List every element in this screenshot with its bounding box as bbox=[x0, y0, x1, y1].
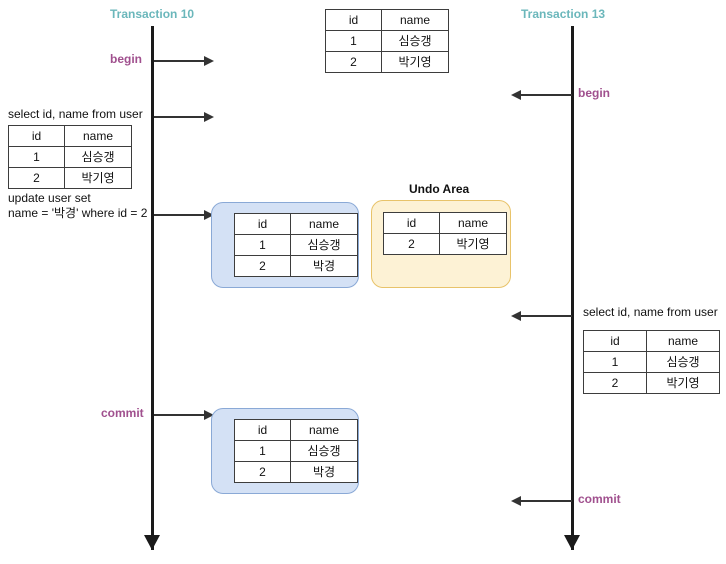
select-arrow-line-left bbox=[154, 116, 206, 118]
table-header-name: name bbox=[381, 9, 449, 31]
table-header-id: id bbox=[383, 212, 440, 234]
select-arrow-line-right bbox=[519, 315, 572, 317]
begin-arrow-line-left bbox=[154, 60, 206, 62]
table-header-name: name bbox=[439, 212, 507, 234]
begin-arrow-head-right bbox=[511, 90, 521, 100]
table-header-name: name bbox=[64, 125, 132, 147]
cell-id: 1 bbox=[234, 440, 291, 462]
table-row: 1 심승갱 bbox=[234, 234, 358, 256]
table-header-id: id bbox=[234, 213, 291, 235]
table-row: 1 심승갱 bbox=[234, 440, 358, 462]
table-row: 2 박기영 bbox=[383, 233, 507, 255]
lifeline-transaction-13-arrowhead bbox=[564, 535, 580, 550]
transaction-10-title: Transaction 10 bbox=[110, 7, 195, 21]
commit-arrow-line-right bbox=[519, 500, 572, 502]
after-commit-table: id name 1 심승갱 2 박경 bbox=[234, 419, 358, 483]
update-arrow-head-left bbox=[204, 210, 214, 220]
select-arrow-head-right bbox=[511, 311, 521, 321]
cell-name: 심승갱 bbox=[646, 351, 720, 373]
table-header-name: name bbox=[646, 330, 720, 352]
table-header-id: id bbox=[234, 419, 291, 441]
cell-id: 2 bbox=[583, 372, 647, 394]
table-header-row: id name bbox=[383, 212, 507, 234]
table-header-row: id name bbox=[234, 213, 358, 235]
select-right-result-table: id name 1 심승갱 2 박기영 bbox=[583, 330, 720, 394]
lifeline-transaction-10-arrowhead bbox=[144, 535, 160, 550]
cell-id: 1 bbox=[234, 234, 291, 256]
table-header-name: name bbox=[290, 419, 358, 441]
table-header-name: name bbox=[290, 213, 358, 235]
select-left-result-table-wrapper: id name 1 심승갱 2 박기영 bbox=[8, 125, 132, 189]
commit-arrow-line-left bbox=[154, 414, 206, 416]
table-row: 2 박기영 bbox=[583, 372, 720, 394]
begin-label-transaction-13: begin bbox=[578, 86, 610, 100]
select-arrow-head-left bbox=[204, 112, 214, 122]
cell-id: 2 bbox=[383, 233, 440, 255]
undo-table: id name 2 박기영 bbox=[383, 212, 507, 255]
cell-name: 심승갱 bbox=[290, 234, 358, 256]
table-row: 2 박기영 bbox=[325, 51, 449, 73]
commit-label-transaction-13: commit bbox=[578, 492, 621, 506]
lifeline-transaction-13 bbox=[571, 26, 574, 550]
table-row: 2 박경 bbox=[234, 461, 358, 483]
select-left-result-table: id name 1 심승갱 2 박기영 bbox=[8, 125, 132, 189]
table-header-id: id bbox=[8, 125, 65, 147]
after-update-table: id name 1 심승갱 2 박경 bbox=[234, 213, 358, 277]
transaction-13-title: Transaction 13 bbox=[521, 7, 606, 21]
table-header-row: id name bbox=[325, 9, 449, 31]
table-row: 2 박기영 bbox=[8, 167, 132, 189]
lifeline-transaction-10 bbox=[151, 26, 154, 550]
cell-name: 심승갱 bbox=[64, 146, 132, 168]
after-update-table-wrapper: id name 1 심승갱 2 박경 bbox=[234, 213, 358, 277]
begin-arrow-line-right bbox=[519, 94, 572, 96]
table-header-row: id name bbox=[234, 419, 358, 441]
table-header-row: id name bbox=[8, 125, 132, 147]
select-right-result-table-wrapper: id name 1 심승갱 2 박기영 bbox=[583, 330, 720, 394]
cell-name: 심승갱 bbox=[381, 30, 449, 52]
cell-id: 2 bbox=[234, 255, 291, 277]
update-statement-left: update user set name = '박경' where id = 2 bbox=[8, 191, 148, 220]
commit-arrow-head-right bbox=[511, 496, 521, 506]
undo-table-wrapper: id name 2 박기영 bbox=[383, 212, 507, 255]
table-header-id: id bbox=[583, 330, 647, 352]
initial-state-table-wrapper: id name 1 심승갱 2 박기영 bbox=[325, 9, 449, 73]
table-header-row: id name bbox=[583, 330, 720, 352]
table-row: 2 박경 bbox=[234, 255, 358, 277]
undo-area-title: Undo Area bbox=[409, 182, 470, 196]
cell-id: 2 bbox=[325, 51, 382, 73]
select-statement-left: select id, name from user bbox=[8, 107, 143, 121]
cell-name: 박기영 bbox=[646, 372, 720, 394]
cell-name: 심승갱 bbox=[290, 440, 358, 462]
cell-name: 박경 bbox=[290, 255, 358, 277]
table-row: 1 심승갱 bbox=[583, 351, 720, 373]
cell-id: 1 bbox=[325, 30, 382, 52]
cell-name: 박기영 bbox=[381, 51, 449, 73]
cell-id: 2 bbox=[234, 461, 291, 483]
cell-id: 1 bbox=[583, 351, 647, 373]
table-header-id: id bbox=[325, 9, 382, 31]
table-row: 1 심승갱 bbox=[8, 146, 132, 168]
cell-id: 1 bbox=[8, 146, 65, 168]
cell-name: 박경 bbox=[290, 461, 358, 483]
initial-state-table: id name 1 심승갱 2 박기영 bbox=[325, 9, 449, 73]
commit-arrow-head-left bbox=[204, 410, 214, 420]
select-statement-right: select id, name from user bbox=[583, 305, 718, 319]
begin-label-transaction-10: begin bbox=[110, 52, 142, 66]
table-row: 1 심승갱 bbox=[325, 30, 449, 52]
cell-id: 2 bbox=[8, 167, 65, 189]
cell-name: 박기영 bbox=[64, 167, 132, 189]
begin-arrow-head-left bbox=[204, 56, 214, 66]
cell-name: 박기영 bbox=[439, 233, 507, 255]
commit-label-transaction-10: commit bbox=[101, 406, 144, 420]
after-commit-table-wrapper: id name 1 심승갱 2 박경 bbox=[234, 419, 358, 483]
update-arrow-line-left bbox=[154, 214, 206, 216]
